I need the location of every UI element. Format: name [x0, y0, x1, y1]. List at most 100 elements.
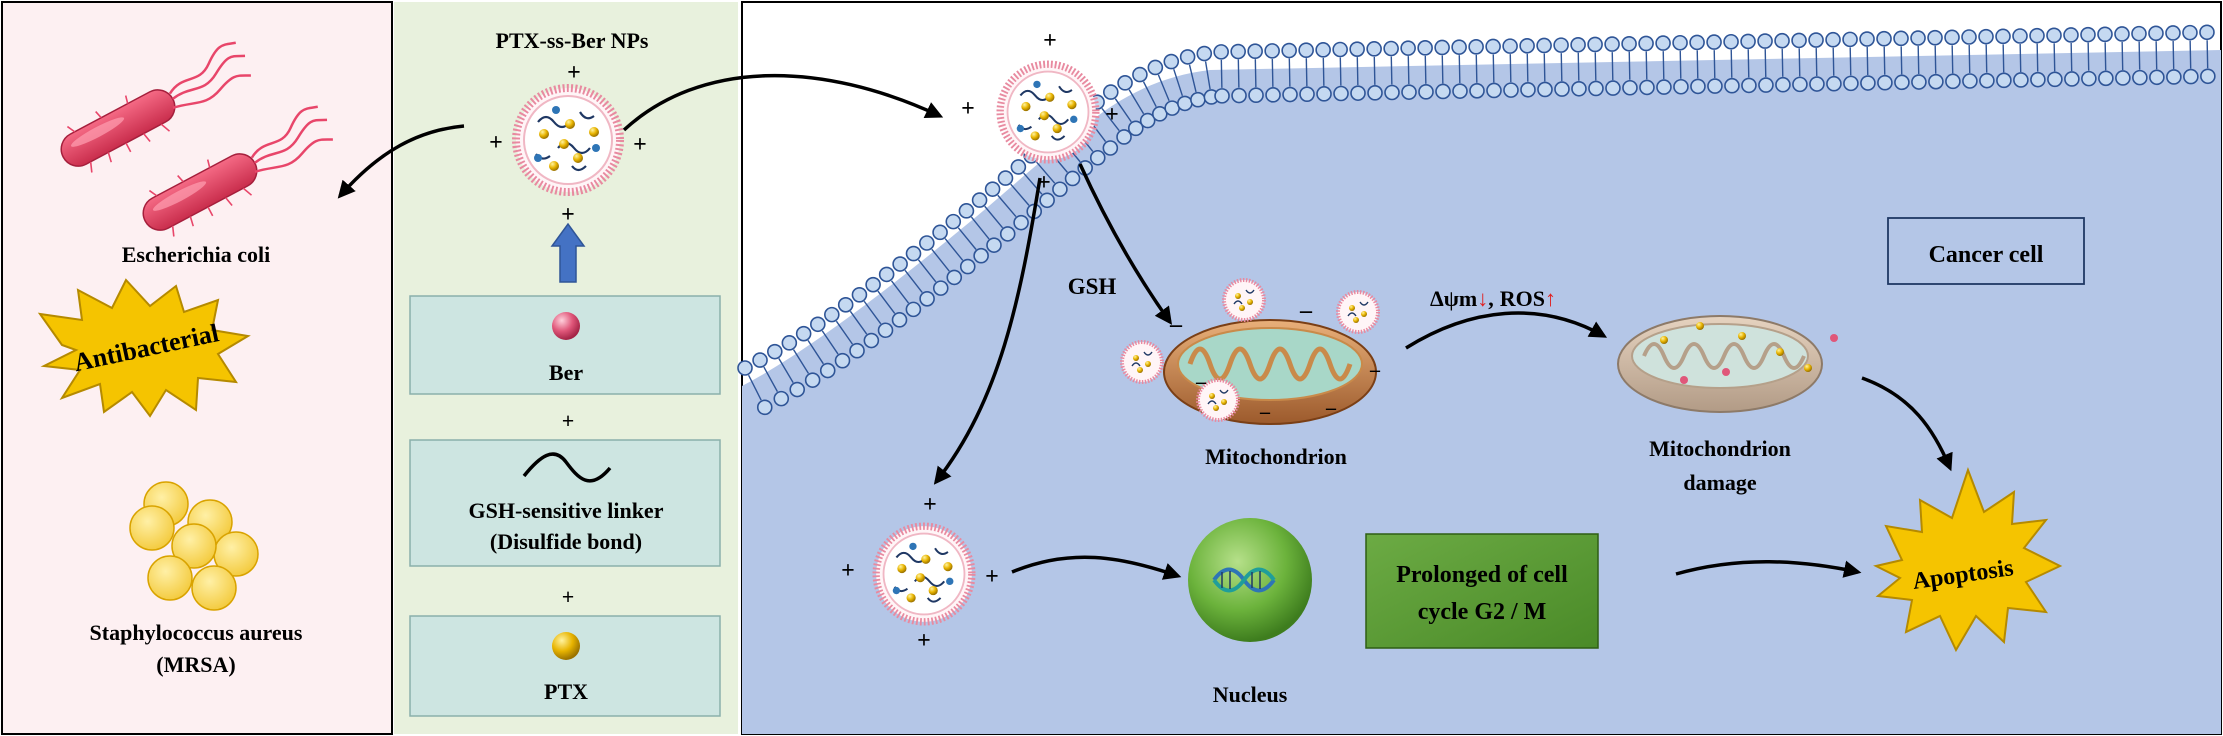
lipid-tail: [1849, 47, 1852, 76]
lipid-tail: [1220, 59, 1223, 88]
lipid-head: [1299, 86, 1315, 102]
arrow-to-mitochondrion: [1078, 163, 1173, 325]
lipid-head: [1944, 29, 1960, 46]
lipid-head: [1706, 34, 1722, 50]
lipid-head: [2131, 25, 2147, 42]
lipid-head: [2012, 28, 2028, 44]
lipid-tail: [1951, 45, 1954, 74]
svg-text:–: –: [1195, 371, 1207, 393]
lipid-head: [1775, 76, 1791, 93]
lipid-head: [1996, 72, 2012, 89]
lipid-head: [849, 342, 865, 359]
entry-charge-bottom: +: [1037, 170, 1051, 196]
lipid-tail: [1526, 53, 1529, 82]
lipid-head: [1013, 214, 1029, 231]
lipid-head: [1673, 78, 1689, 95]
lipid-head: [1979, 72, 1995, 89]
lipid-tail: [1128, 89, 1145, 115]
lipid-head: [1468, 39, 1484, 55]
lipid-tail: [1934, 45, 1937, 74]
lipid-tail: [1611, 52, 1614, 81]
lipid-tail: [863, 300, 882, 325]
lipid-tail: [1560, 53, 1563, 82]
lipid-head: [1418, 84, 1434, 100]
bacteria-panel: Escherichia coli Antibacterial Staphyloc…: [1, 1, 393, 735]
lipid-tail: [1985, 44, 1988, 73]
lipid-head: [2030, 71, 2046, 88]
lipid-head: [1139, 112, 1156, 129]
arrow-to-damage: [1405, 311, 1608, 350]
lipid-head: [877, 322, 894, 339]
lipid-head: [1452, 83, 1468, 99]
lipid-tail: [1254, 59, 1257, 88]
cyto-charge-bottom: +: [917, 628, 931, 654]
lipid-head: [767, 343, 783, 360]
lipid-head: [1537, 81, 1553, 98]
lipid-head: [1894, 74, 1910, 91]
arrow-damage-to-apoptosis: [1861, 376, 1953, 472]
damage-label-line2: damage: [1683, 470, 1757, 495]
lipid-tail: [1764, 49, 1767, 78]
lipid-head: [958, 203, 975, 219]
lipid-tail: [1781, 48, 1784, 77]
cyto-charge-right: +: [985, 564, 999, 590]
np-charge-right: +: [633, 132, 647, 158]
lipid-tail: [2087, 42, 2090, 71]
arrow-np-to-cell: [622, 73, 944, 132]
lipid-tail: [1173, 68, 1184, 97]
lipid-tail: [2036, 43, 2039, 72]
lipid-head: [1757, 33, 1773, 49]
lipid-head: [737, 360, 753, 376]
lipid-head: [795, 325, 812, 342]
lipid-head: [1604, 36, 1620, 52]
svg-text:–: –: [1299, 298, 1313, 324]
lipid-head: [1893, 30, 1909, 47]
lipid-head: [1859, 31, 1875, 47]
lipid-tail: [1645, 51, 1648, 80]
lipid-head: [804, 372, 821, 388]
lipid-head: [819, 362, 836, 379]
lipid-head: [1707, 78, 1723, 94]
lipid-head: [2166, 69, 2182, 85]
lipid-head: [2098, 70, 2114, 87]
linker-label-line1: GSH-sensitive linker: [469, 498, 664, 523]
lipid-head: [1995, 28, 2011, 45]
lipid-head: [1332, 41, 1348, 58]
lipid-head: [1384, 84, 1400, 101]
lipid-head: [1451, 39, 1467, 55]
lipid-tail: [904, 269, 923, 293]
lipid-tail: [2070, 42, 2073, 71]
lipid-head: [1349, 41, 1365, 57]
lipid-head: [971, 192, 988, 208]
apoptosis-burst: [1873, 467, 2063, 653]
lipid-head: [2148, 25, 2164, 42]
lipid-head: [1842, 31, 1858, 48]
lipid-head: [1132, 66, 1148, 83]
lipid-head: [1808, 32, 1824, 48]
lipid-head: [1383, 40, 1399, 57]
lipid-head: [2200, 68, 2216, 85]
lipid-head: [945, 213, 962, 230]
lipid-head: [1536, 37, 1552, 54]
lipid-head: [863, 332, 880, 349]
lipid-head: [1740, 33, 1756, 50]
lipid-head: [2047, 71, 2063, 88]
lipid-tail: [1475, 54, 1478, 83]
lipid-head: [1163, 53, 1180, 70]
lipid-tail: [1441, 55, 1444, 84]
lipid-tail: [1142, 81, 1157, 108]
lipid-tail: [1679, 50, 1682, 79]
ecoli-label: Escherichia coli: [122, 242, 270, 267]
lipid-head: [1945, 73, 1961, 90]
lipid-head: [905, 301, 922, 318]
lipid-head: [2149, 69, 2165, 86]
svg-text:–: –: [1369, 359, 1381, 381]
lipid-head: [824, 306, 840, 323]
lipid-head: [1877, 74, 1893, 91]
lipid-tail: [747, 374, 762, 401]
entry-charge-left: +: [961, 96, 975, 122]
arrow-cycle-to-apoptosis: [1675, 560, 1862, 578]
lipid-head: [1417, 40, 1433, 56]
lipid-tail: [2002, 44, 2005, 73]
lipid-tail: [1339, 57, 1342, 86]
